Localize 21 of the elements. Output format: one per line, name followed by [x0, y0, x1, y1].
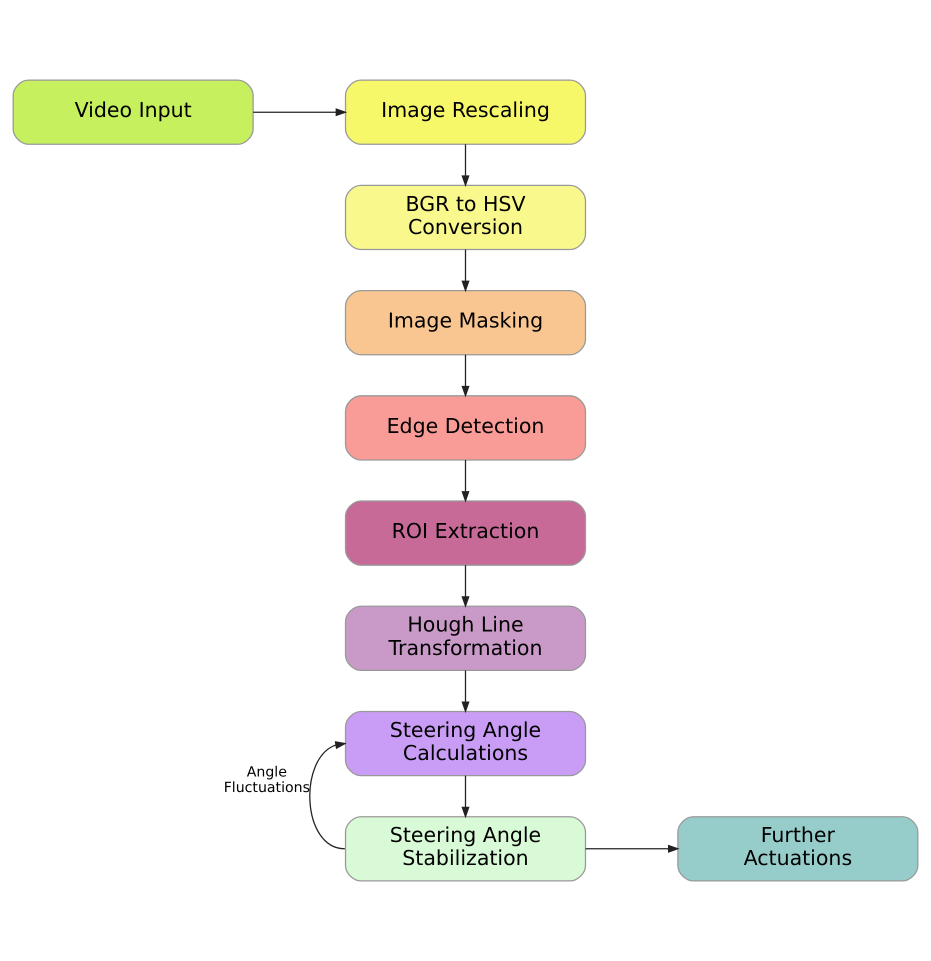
arrow	[461, 460, 470, 503]
node-box: BGR to HSV Conversion	[344, 184, 586, 250]
node-box: Steering Angle Calculations	[344, 710, 586, 776]
arrow	[461, 776, 470, 818]
node-box: Image Masking	[344, 290, 586, 356]
edge-label: Angle Fluctuations	[224, 764, 310, 796]
arrow	[461, 354, 470, 398]
node-box: Hough Line Transformation	[344, 606, 586, 672]
node-box: Further Actuations	[677, 816, 918, 882]
node-box: Video Input	[12, 80, 254, 145]
node-box: Steering Angle Stabilization	[344, 816, 586, 882]
arrow	[461, 250, 470, 292]
arrow	[461, 565, 470, 608]
arrow	[461, 670, 470, 714]
node-box: Edge Detection	[344, 395, 586, 461]
arrow	[461, 144, 470, 187]
arrow	[586, 844, 680, 853]
node-box: Image Rescaling	[344, 80, 586, 145]
arrow	[309, 741, 347, 850]
node-box: ROI Extraction	[344, 500, 586, 566]
arrow	[253, 108, 348, 116]
